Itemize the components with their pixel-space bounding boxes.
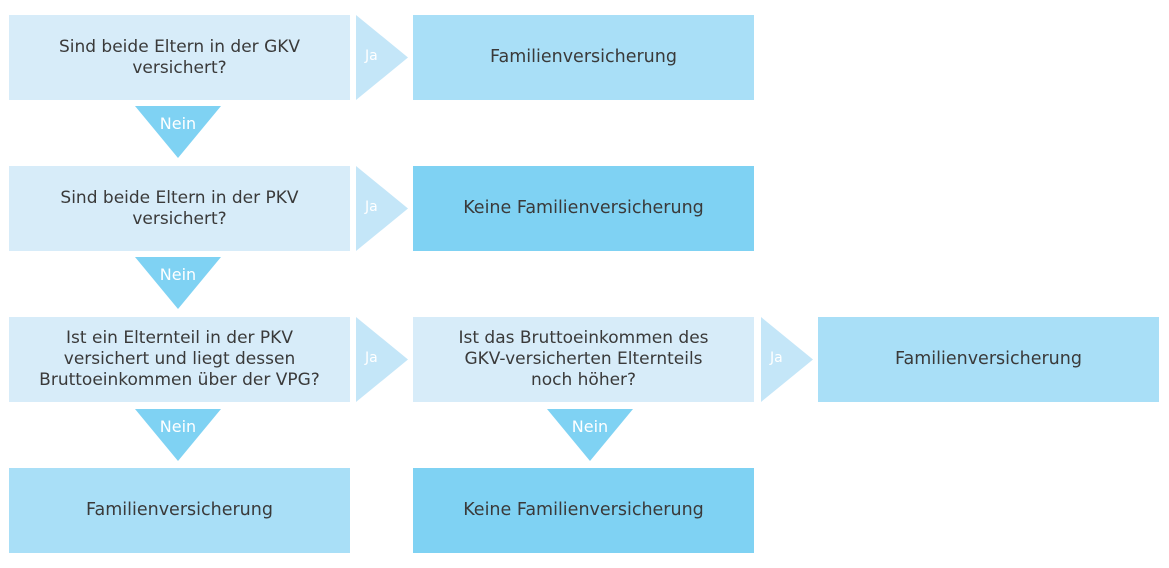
outcome-family-insurance-2-text: Familienversicherung [86, 500, 273, 520]
no-arrow-3: Nein [135, 409, 221, 461]
yes-arrow-2: Ja [356, 166, 408, 251]
outcome-no-family-insurance-1: Keine Familienversicherung [413, 166, 754, 251]
question-gkv-both-text: Sind beide Eltern in der GKV versichert? [58, 36, 301, 78]
outcome-no-family-insurance-2-text: Keine Familienversicherung [463, 500, 704, 520]
question-gkv-income-higher-text: Ist das Bruttoeinkommen des GKV-versiche… [458, 328, 709, 390]
question-pkv-both: Sind beide Eltern in der PKV versichert? [9, 166, 350, 251]
outcome-family-insurance-3: Familienversicherung [818, 317, 1159, 402]
yes-arrow-3-label: Ja [365, 350, 378, 366]
no-arrow-2-label: Nein [159, 265, 197, 284]
no-arrow-1-label: Nein [159, 114, 197, 133]
no-arrow-1: Nein [135, 106, 221, 158]
question-pkv-one-above-vpg-text: Ist ein Elternteil in der PKV versichert… [39, 328, 320, 390]
question-pkv-one-above-vpg: Ist ein Elternteil in der PKV versichert… [9, 317, 350, 402]
yes-arrow-2-label: Ja [365, 199, 378, 215]
no-arrow-2: Nein [135, 257, 221, 309]
no-arrow-3-label: Nein [159, 417, 197, 436]
question-pkv-both-text: Sind beide Eltern in der PKV versichert? [60, 187, 299, 229]
yes-arrow-4: Ja [761, 317, 813, 402]
outcome-no-family-insurance-2: Keine Familienversicherung [413, 468, 754, 553]
outcome-no-family-insurance-1-text: Keine Familienversicherung [463, 198, 704, 218]
outcome-family-insurance-1-text: Familienversicherung [490, 47, 677, 67]
no-arrow-4-label: Nein [571, 417, 609, 436]
no-arrow-4: Nein [547, 409, 633, 461]
yes-arrow-1-label: Ja [365, 48, 378, 64]
outcome-family-insurance-2: Familienversicherung [9, 468, 350, 553]
yes-arrow-3: Ja [356, 317, 408, 402]
outcome-family-insurance-3-text: Familienversicherung [895, 349, 1082, 369]
yes-arrow-4-label: Ja [770, 350, 783, 366]
question-gkv-both: Sind beide Eltern in der GKV versichert? [9, 15, 350, 100]
outcome-family-insurance-1: Familienversicherung [413, 15, 754, 100]
question-gkv-income-higher: Ist das Bruttoeinkommen des GKV-versiche… [413, 317, 754, 402]
yes-arrow-1: Ja [356, 15, 408, 100]
